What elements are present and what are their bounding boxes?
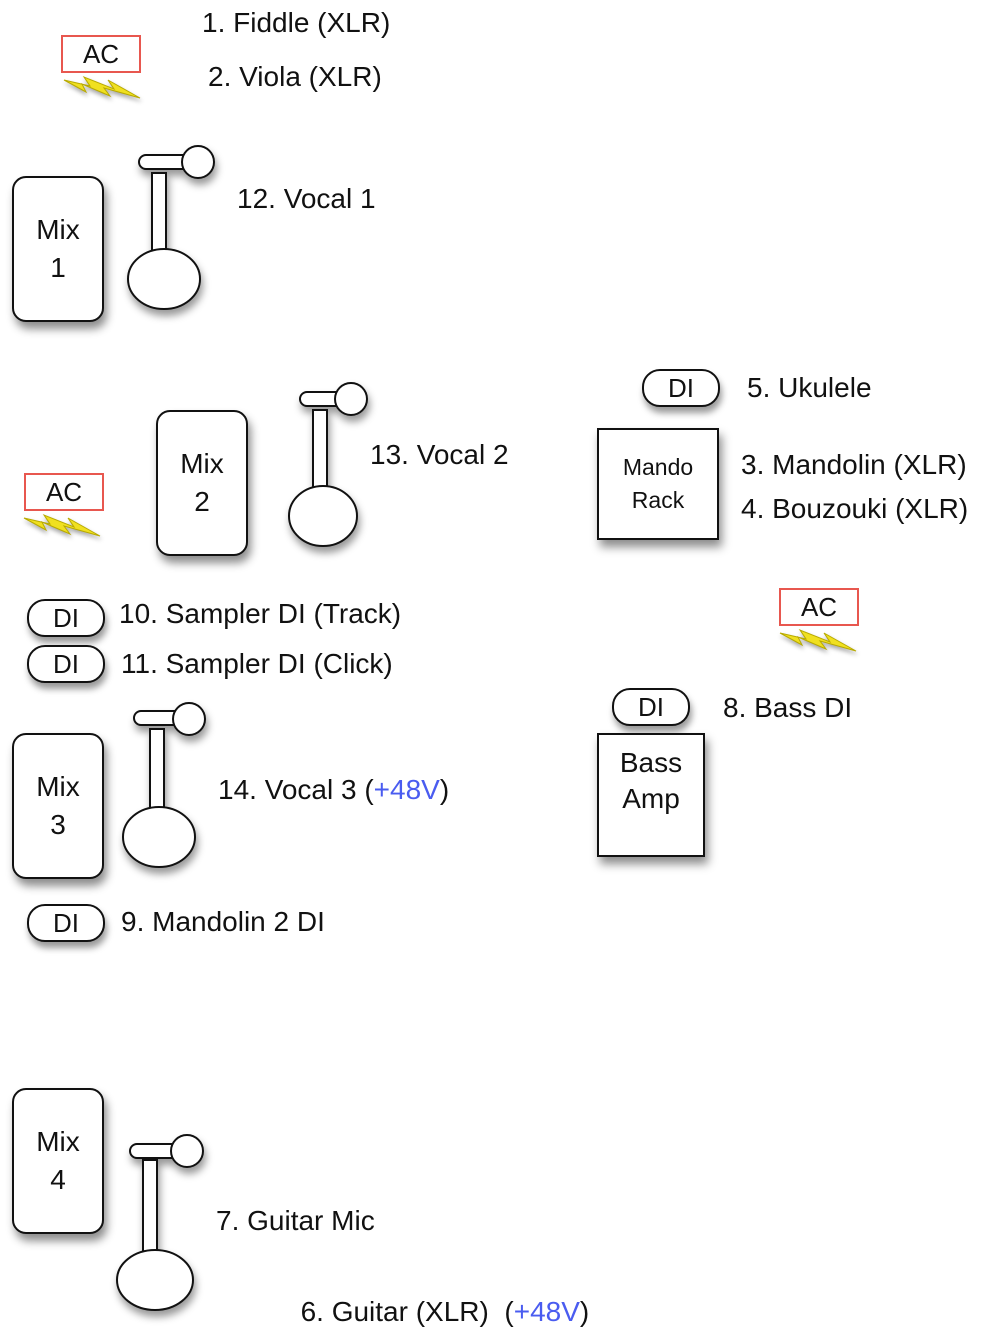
input-label-guitar-mic: 7. Guitar Mic [216,1205,375,1236]
lightning-bolt-icon [23,513,101,537]
di-box: DI [27,645,105,683]
monitor-mix-number: 1 [50,252,66,283]
input-label-vocal-2: 13. Vocal 2 [370,439,509,470]
rack-label-line-2: Amp [622,783,680,815]
monitor-mix-4: Mix 4 [12,1088,104,1234]
microphone-stand-icon [116,1134,204,1311]
microphone-stand-icon [122,702,206,868]
di-box: DI [27,599,105,637]
phantom-power-label: +48V [373,774,440,805]
monitor-mix-1: Mix 1 [12,176,104,322]
microphone-stand-icon [127,145,215,310]
monitor-mix-2: Mix 2 [156,410,248,556]
input-label-viola: 2. Viola (XLR) [208,61,382,92]
monitor-mix-word: Mix [36,1126,80,1158]
microphone-stand-icon [288,382,368,547]
rack-label-line-1: Bass [619,747,683,778]
monitor-mix-word: Mix [36,214,80,246]
di-box: DI [27,904,105,942]
input-label-fiddle: 1. Fiddle (XLR) [202,7,391,38]
input-label-text: ) [439,774,450,805]
monitor-mix-word: Mix [36,771,80,803]
mando-rack: Mando Rack [597,428,719,540]
input-label-text: 14. Vocal 3 ( [218,774,374,805]
input-label-text: ) [579,1296,590,1327]
di-box: DI [642,369,720,407]
lightning-bolt-icon [779,628,857,652]
monitor-mix-word: Mix [180,448,224,480]
input-label-sampler-click: 11. Sampler DI (Click) [121,648,393,679]
input-label-text: 6. Guitar (XLR) ( [300,1296,514,1327]
ac-box: AC [779,588,859,626]
rack-label-line-2: Rack [631,487,685,513]
phantom-power-label: +48V [513,1296,580,1327]
ac-box: AC [24,473,104,511]
input-label-bouzouki: 4. Bouzouki (XLR) [741,493,969,524]
monitor-mix-number: 2 [194,486,210,517]
input-label-bass-di: 8. Bass DI [723,692,853,723]
monitor-mix-3: Mix 3 [12,733,104,879]
di-box: DI [612,688,690,726]
input-label-vocal-1: 12. Vocal 1 [237,183,376,214]
input-label-mandolin: 3. Mandolin (XLR) [741,449,967,480]
bass-amp: Bass Amp [597,733,705,857]
monitor-mix-number: 4 [50,1164,66,1195]
input-label-ukulele: 5. Ukulele [747,372,872,403]
monitor-mix-number: 3 [50,809,66,840]
input-label-sampler-track: 10. Sampler DI (Track) [119,598,402,629]
input-label-mandolin-2-di: 9. Mandolin 2 DI [121,906,325,937]
input-label-vocal-3: 14. Vocal 3 (+48V) [218,776,449,804]
ac-box: AC [61,35,141,73]
rack-label-line-1: Mando [622,453,694,480]
lightning-bolt-icon [63,75,141,99]
input-label-guitar-xlr: 6. Guitar (XLR) (+48V) [285,1270,590,1327]
